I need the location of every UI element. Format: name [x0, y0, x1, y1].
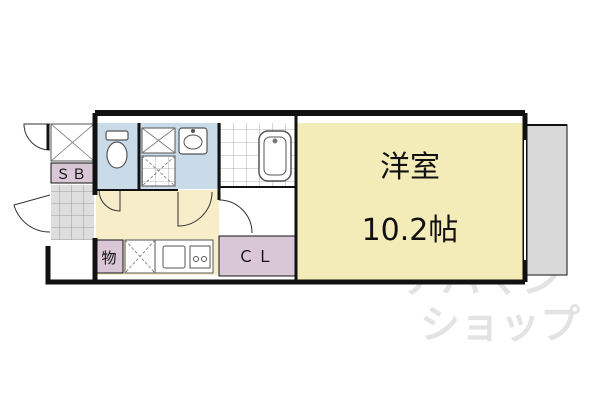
watermark-line2: ショップ	[420, 302, 580, 348]
sink-icon	[162, 245, 186, 269]
washbasin-icon	[178, 127, 208, 155]
door-swing-toilet	[98, 189, 121, 212]
closet-label: ＣＬ	[238, 247, 276, 266]
door-swing-pipe	[23, 123, 51, 151]
main-room-name: 洋室	[380, 150, 440, 185]
storage-label: 物	[101, 249, 116, 267]
toilet-icon	[105, 130, 129, 169]
balcony	[524, 124, 568, 276]
main-room-size: 10.2帖	[362, 213, 459, 248]
doors	[13, 123, 253, 234]
door-swing-washroom	[177, 191, 213, 227]
closet	[218, 235, 297, 277]
storage	[95, 239, 124, 274]
stove-icon	[189, 245, 211, 269]
door-swing-room	[218, 199, 253, 234]
main-room	[296, 123, 525, 280]
entrance-tiles	[51, 185, 94, 240]
door-swing-entrance	[13, 194, 51, 233]
shoe-box-label: ＳＢ	[56, 167, 88, 183]
